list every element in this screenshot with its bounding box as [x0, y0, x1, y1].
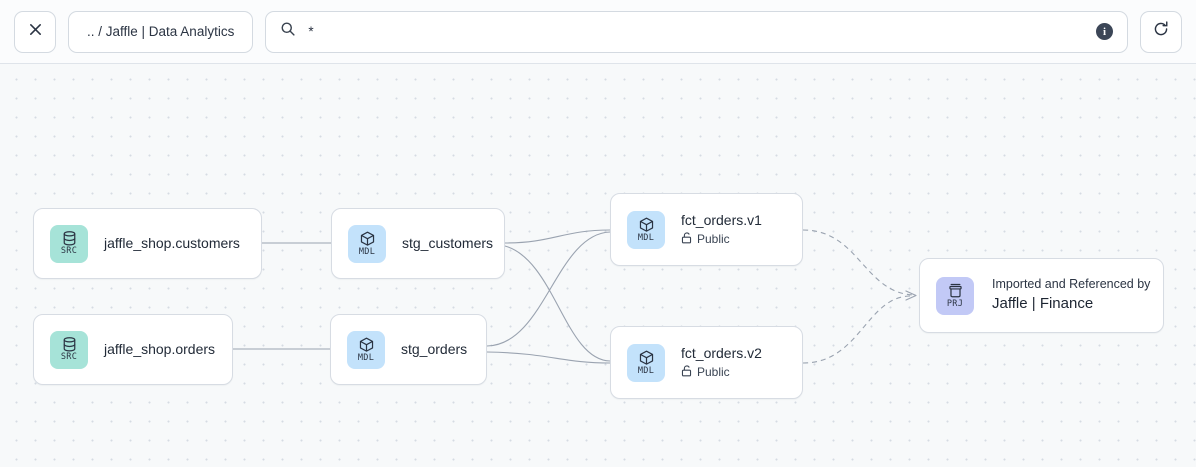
node-body: fct_orders.v1 Public — [681, 212, 762, 247]
badge-label: MDL — [357, 352, 375, 363]
refresh-button[interactable] — [1140, 10, 1182, 53]
edge-stg-customers-to-fct-v2 — [504, 245, 611, 362]
info-icon[interactable]: i — [1096, 23, 1113, 40]
edge-fct-v2-to-project — [802, 295, 911, 364]
close-icon — [28, 22, 43, 42]
node-stg-orders[interactable]: MDL stg_orders — [330, 314, 487, 385]
node-access: Public — [681, 365, 762, 380]
node-title: fct_orders.v2 — [681, 344, 762, 361]
node-fct-orders-v2[interactable]: MDL fct_orders.v2 Public — [610, 326, 803, 399]
badge-prj: PRJ — [936, 276, 974, 315]
refresh-icon — [1152, 20, 1170, 43]
node-title: jaffle_shop.orders — [104, 341, 216, 358]
search-value: * — [308, 23, 314, 39]
unlock-icon — [681, 365, 692, 380]
badge-mdl: MDL — [627, 343, 665, 382]
search-input[interactable]: * i — [265, 10, 1128, 53]
node-title: stg_orders — [401, 341, 468, 358]
breadcrumb[interactable]: .. / Jaffle | Data Analytics — [68, 10, 254, 53]
badge-label: PRJ — [946, 298, 964, 309]
node-access: Public — [681, 232, 762, 247]
node-title: fct_orders.v1 — [681, 211, 762, 228]
badge-label: MDL — [637, 232, 655, 243]
node-access-label: Public — [697, 365, 730, 380]
edge-stg-orders-to-fct-v2 — [486, 351, 611, 364]
node-fct-orders-v1[interactable]: MDL fct_orders.v1 Public — [610, 193, 803, 266]
badge-label: MDL — [358, 246, 376, 257]
node-caption: Imported and Referenced by — [992, 276, 1151, 291]
breadcrumb-label: .. / Jaffle | Data Analytics — [87, 24, 235, 39]
badge-label: SRC — [60, 352, 78, 363]
node-title: jaffle_shop.customers — [104, 235, 240, 252]
node-body: stg_customers — [402, 235, 494, 252]
graph-canvas[interactable]: SRC jaffle_shop.customers SRC jaffle_sho… — [0, 64, 1196, 467]
badge-label: SRC — [60, 246, 78, 257]
badge-mdl: MDL — [348, 224, 386, 263]
node-access-label: Public — [697, 232, 730, 247]
node-body: jaffle_shop.orders — [104, 341, 215, 358]
node-project-jaffle-finance[interactable]: PRJ Imported and Referenced by Jaffle | … — [919, 258, 1164, 333]
edge-arrowhead — [905, 290, 917, 301]
toolbar: .. / Jaffle | Data Analytics * i — [0, 0, 1196, 64]
badge-label: MDL — [637, 365, 655, 376]
node-jaffle-shop-orders[interactable]: SRC jaffle_shop.orders — [33, 314, 233, 385]
node-body: stg_orders — [401, 341, 467, 358]
unlock-icon — [681, 232, 692, 247]
node-body: jaffle_shop.customers — [104, 235, 240, 252]
badge-mdl: MDL — [627, 210, 665, 249]
edge-stg-orders-to-fct-v1 — [486, 231, 611, 347]
search-icon — [280, 21, 296, 42]
edge-fct-v1-to-project — [802, 229, 917, 296]
badge-mdl: MDL — [347, 330, 385, 369]
node-body: fct_orders.v2 Public — [681, 345, 762, 380]
close-button[interactable] — [14, 10, 56, 53]
node-stg-customers[interactable]: MDL stg_customers — [331, 208, 505, 279]
node-title: stg_customers — [402, 235, 494, 252]
node-project-name: Jaffle | Finance — [992, 295, 1094, 313]
badge-src: SRC — [50, 224, 88, 263]
badge-src: SRC — [50, 330, 88, 369]
node-body: Imported and Referenced by Jaffle | Fina… — [992, 276, 1151, 314]
edge-stg-customers-to-fct-v1 — [504, 229, 611, 244]
node-jaffle-shop-customers[interactable]: SRC jaffle_shop.customers — [33, 208, 262, 279]
